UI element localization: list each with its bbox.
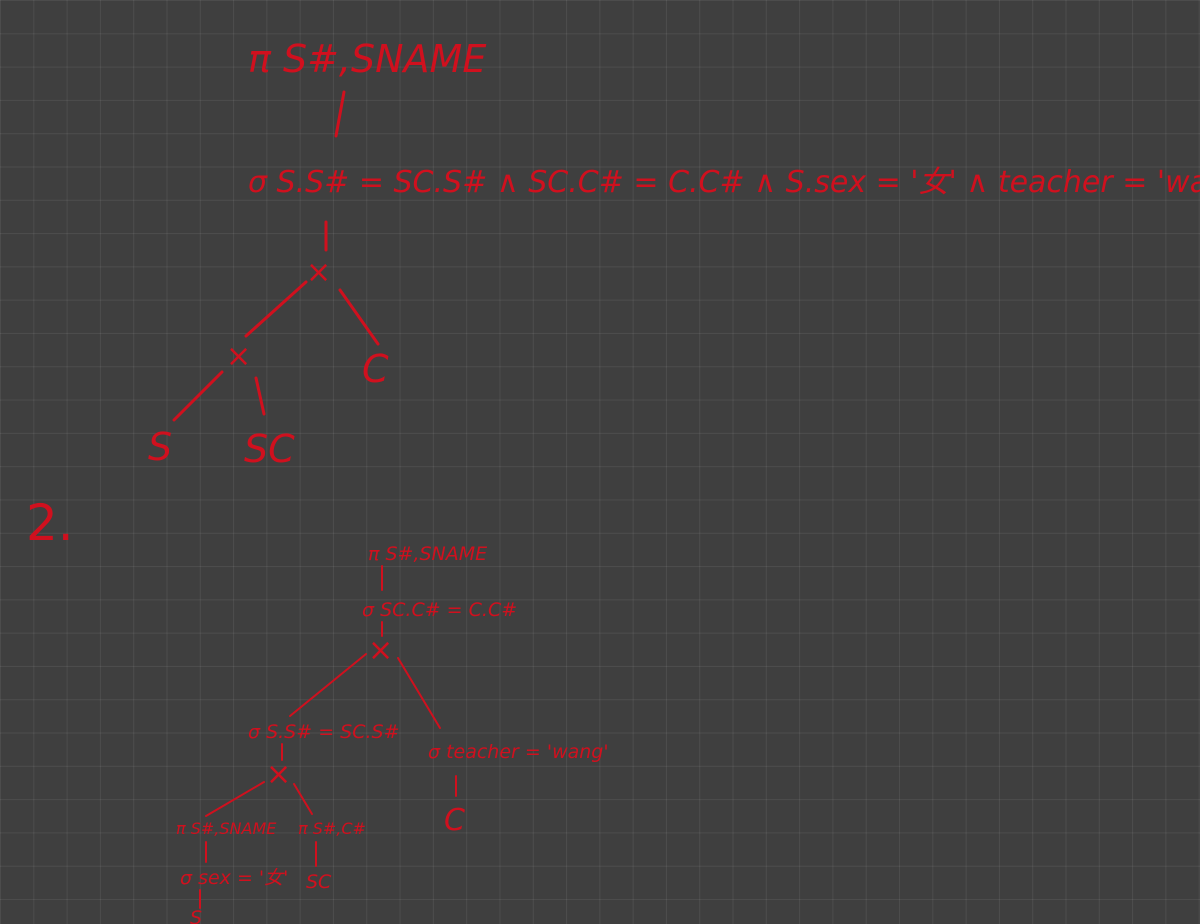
tree1-join-top: ×	[306, 255, 331, 290]
tree2-proj-left: π S#,SNAME	[176, 819, 277, 838]
tree2-edge-join-projleft	[205, 781, 265, 817]
tree1-selection: σ S.S# = SC.S# ∧ SC.C# = C.C# ∧ S.sex = …	[248, 165, 1200, 200]
tree-1: π S#,SNAME σ S.S# = SC.S# ∧ SC.C# = C.C#…	[148, 37, 1200, 471]
tree1-edge-join-s	[172, 370, 224, 422]
tree2-selection-right: σ teacher = 'wang'	[428, 741, 609, 763]
tree2-join-left: ×	[266, 757, 291, 792]
tree2-leaf-sc: SC	[306, 871, 332, 893]
tree1-edge-join-join	[244, 280, 308, 338]
tree2-join-top: ×	[368, 633, 393, 668]
tree1-leaf-s: S	[148, 425, 172, 469]
tree2-leaf-s: S	[190, 907, 202, 924]
tree2-projection: π S#,SNAME	[368, 543, 487, 565]
tree2-sel-sex: σ sex = '女'	[180, 867, 288, 889]
tree1-edge-join-c	[338, 288, 380, 346]
tree2-leaf-c: C	[444, 803, 465, 838]
tree-2: π S#,SNAME σ SC.C# = C.C# × σ S.S# = SC.…	[176, 543, 609, 924]
section-2-marker: 2.	[26, 494, 74, 552]
tree1-edge-proj-sel	[334, 90, 346, 138]
tree2-selection-left: σ S.S# = SC.S#	[248, 721, 400, 743]
tree1-edge-join-sc	[254, 376, 266, 416]
tree2-selection-top: σ SC.C# = C.C#	[362, 599, 517, 621]
tree2-proj-right: π S#,C#	[298, 819, 366, 838]
tree1-projection: π S#,SNAME	[248, 37, 486, 81]
tree1-leaf-sc: SC	[244, 427, 295, 471]
tree2-edge-join-selleft	[289, 653, 367, 717]
tree2-edge-join-selright	[397, 657, 441, 729]
tree2-edge-join-projright	[293, 783, 313, 815]
tree1-join-left: ×	[226, 339, 251, 374]
tree1-leaf-c: C	[362, 347, 389, 391]
